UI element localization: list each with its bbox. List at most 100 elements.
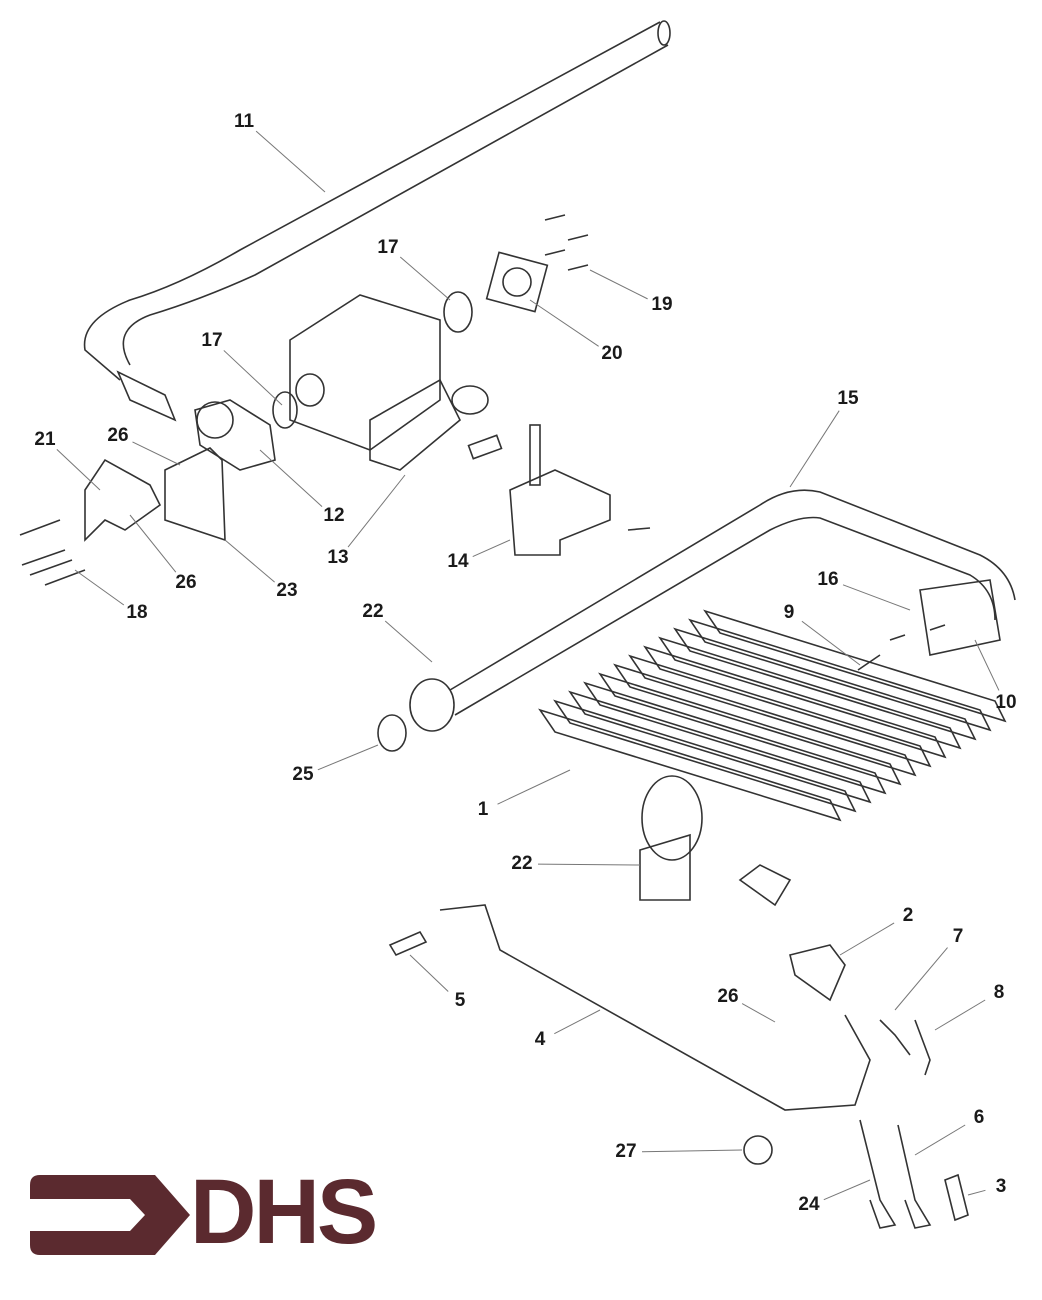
callout-23: 23 [276, 580, 298, 601]
pilot-tube-4 [439, 904, 871, 1111]
leader-line [741, 1003, 776, 1023]
screws-18 [19, 519, 86, 586]
logo-text: DHS [190, 1161, 378, 1263]
washer-25 [377, 714, 407, 752]
callout-2: 2 [902, 905, 914, 926]
leader-line [56, 449, 101, 491]
pilot-burner-2 [789, 944, 846, 1002]
callout-26: 26 [717, 986, 739, 1007]
callout-12: 12 [323, 505, 345, 526]
burner-1 [538, 609, 1007, 822]
callout-18: 18 [126, 602, 148, 623]
callout-15: 15 [837, 388, 859, 409]
logo-arrow-icon [30, 1175, 190, 1255]
nut-3 [944, 1173, 969, 1222]
callout-16: 16 [817, 569, 839, 590]
gas-pipe-11 [83, 20, 671, 422]
leader-line [894, 947, 948, 1011]
callout-20: 20 [601, 343, 623, 364]
callout-19: 19 [651, 294, 673, 315]
leader-line [497, 769, 571, 805]
callout-1: 1 [477, 799, 489, 820]
callout-3: 3 [995, 1176, 1007, 1197]
callout-5: 5 [454, 990, 466, 1011]
leader-line [132, 441, 181, 466]
burner-blade [613, 663, 917, 777]
plate-10 [919, 579, 1001, 656]
lead-8 [914, 1019, 931, 1076]
callout-22: 22 [511, 853, 533, 874]
solenoid-14 [467, 424, 651, 556]
o-ring-17a [443, 291, 473, 333]
leader-line [384, 620, 433, 663]
burner-blade [643, 645, 947, 759]
burner-manifold [639, 775, 792, 907]
leader-line [801, 620, 861, 666]
o-ring-17b [272, 391, 298, 429]
leader-line [554, 1009, 601, 1035]
leader-line [974, 639, 1000, 691]
burner-blade [568, 690, 872, 804]
leader-line [641, 1149, 743, 1153]
leader-line [529, 299, 599, 347]
callout-25: 25 [292, 764, 314, 785]
callout-21: 21 [34, 429, 56, 450]
callout-22: 22 [362, 601, 384, 622]
leader-line [839, 922, 895, 956]
burner-blade [538, 708, 842, 822]
leader-line [224, 539, 275, 583]
leader-line [74, 569, 125, 606]
leader-line [129, 514, 177, 573]
elbow-12 [194, 399, 276, 471]
leader-line [589, 269, 648, 300]
leader-line [934, 999, 986, 1031]
injector-5 [388, 930, 428, 957]
callout-14: 14 [447, 551, 469, 572]
callout-10: 10 [995, 692, 1017, 713]
cap-27 [743, 1135, 773, 1165]
callout-24: 24 [798, 1194, 820, 1215]
leader-line [823, 1179, 871, 1201]
callout-13: 13 [327, 547, 349, 568]
bracket-21 [84, 458, 162, 542]
gas-pipe-15 [377, 489, 1016, 752]
leader-line [255, 130, 326, 193]
leader-line [789, 410, 840, 488]
leader-line [967, 1189, 986, 1196]
leader-lines [56, 130, 1000, 1201]
leader-line [842, 584, 911, 611]
leader-line [537, 863, 641, 866]
callout-11: 11 [233, 111, 255, 132]
burner-blade [628, 654, 932, 768]
callout-6: 6 [973, 1107, 985, 1128]
gas-valve-13 [289, 294, 489, 471]
screws-19 [544, 214, 589, 271]
flange-20 [485, 251, 549, 313]
burner-blade [598, 672, 902, 786]
leader-line [472, 539, 511, 558]
callout-4: 4 [534, 1029, 546, 1050]
burner-blade [583, 681, 887, 795]
leader-line [347, 474, 406, 548]
burner-blade [673, 627, 977, 741]
callout-8: 8 [993, 982, 1005, 1003]
dhs-logo [30, 1175, 190, 1255]
callout-9: 9 [783, 602, 795, 623]
callout-26: 26 [175, 572, 197, 593]
callout-26: 26 [107, 425, 129, 446]
burner-blade [658, 636, 962, 750]
callout-17: 17 [377, 237, 399, 258]
burner-blade [703, 609, 1007, 723]
leader-line [914, 1124, 966, 1156]
leader-line [399, 256, 451, 301]
leader-line [223, 350, 283, 406]
callout-27: 27 [615, 1141, 637, 1162]
leader-line [259, 449, 323, 508]
burner-blade [688, 618, 992, 732]
electrode-24 [859, 1119, 897, 1229]
electrode-6 [897, 1124, 932, 1229]
thermocouple-7 [879, 1019, 911, 1056]
burner-blade [553, 699, 857, 813]
leader-line [317, 744, 379, 771]
